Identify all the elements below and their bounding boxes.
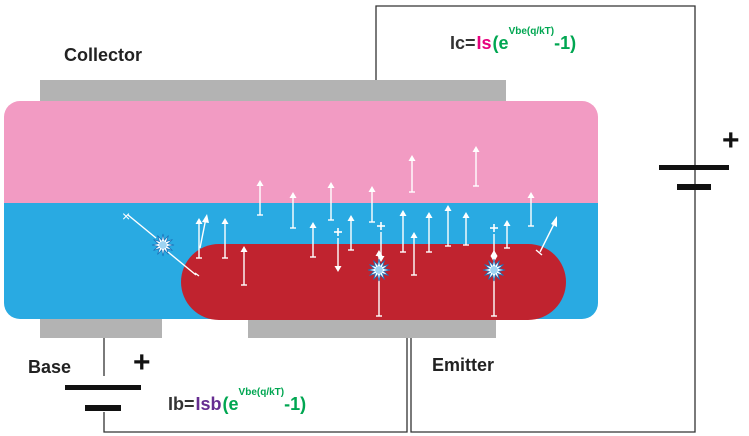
arrowhead [551, 216, 557, 227]
ib-saturation: Isb [195, 394, 222, 414]
arrowhead [410, 232, 418, 238]
arrowhead [462, 212, 470, 218]
base-label: Base [28, 357, 72, 377]
arrowhead [527, 192, 535, 198]
arrowhead [309, 222, 317, 228]
drift-cross: × [122, 208, 130, 224]
arrowhead [399, 210, 407, 216]
arrowhead [334, 266, 342, 272]
arrowhead [444, 205, 452, 211]
collector-battery-icon [659, 165, 729, 190]
ib-exponent: Vbe(q/kT) [238, 387, 285, 398]
arrowhead [195, 218, 203, 224]
ic-exponent: Vbe(q/kT) [508, 26, 555, 37]
arrowhead [289, 192, 297, 198]
carrier-layer: × [122, 146, 557, 317]
ic-close: -1) [554, 33, 577, 53]
burst-core [159, 241, 167, 249]
collector-label: Collector [64, 45, 143, 65]
ic-open: (e [492, 33, 509, 53]
burst-core [375, 266, 383, 274]
collector-current-equation: Ic=Is(eVbe(q/kT)-1) [450, 27, 577, 53]
base-contact [40, 318, 162, 338]
arrowhead [202, 214, 209, 223]
base-battery-icon [65, 385, 141, 411]
collector-contact [40, 80, 506, 103]
arrowhead [368, 186, 376, 192]
ib-lhs: Ib= [168, 394, 195, 414]
drift-arrow-icon [539, 221, 556, 253]
drift-arrow-icon [167, 251, 197, 276]
ic-saturation: Is [476, 33, 492, 53]
drift-arrow-icon [127, 214, 157, 239]
emitter-contact [248, 318, 496, 338]
electron-minus [535, 249, 543, 256]
arrowhead [256, 180, 264, 186]
ib-open: (e [222, 394, 239, 414]
base-current-equation: Ib=Isb(eVbe(q/kT)-1) [168, 388, 307, 414]
base-emitter-wire [103, 338, 408, 433]
arrowhead [221, 218, 229, 224]
collector-region [4, 101, 598, 203]
base-battery-plus: + [133, 346, 151, 379]
ib-close: -1) [284, 394, 307, 414]
emitter-region [181, 244, 566, 320]
ic-lhs: Ic= [450, 33, 476, 53]
arrowhead [347, 215, 355, 221]
arrowhead [503, 220, 511, 226]
collector-emitter-wire [375, 5, 696, 433]
arrowhead [327, 182, 335, 188]
drift-arrow-icon [199, 217, 207, 249]
arrowhead [377, 256, 385, 262]
circuit-wires [103, 5, 696, 433]
arrowhead [425, 212, 433, 218]
burst-core [490, 266, 498, 274]
electron-minus [194, 272, 200, 277]
arrowhead [408, 155, 416, 161]
emitter-label: Emitter [432, 355, 495, 375]
arrowhead [240, 246, 248, 252]
arrowhead [472, 146, 480, 152]
collector-battery-plus: + [722, 124, 740, 157]
